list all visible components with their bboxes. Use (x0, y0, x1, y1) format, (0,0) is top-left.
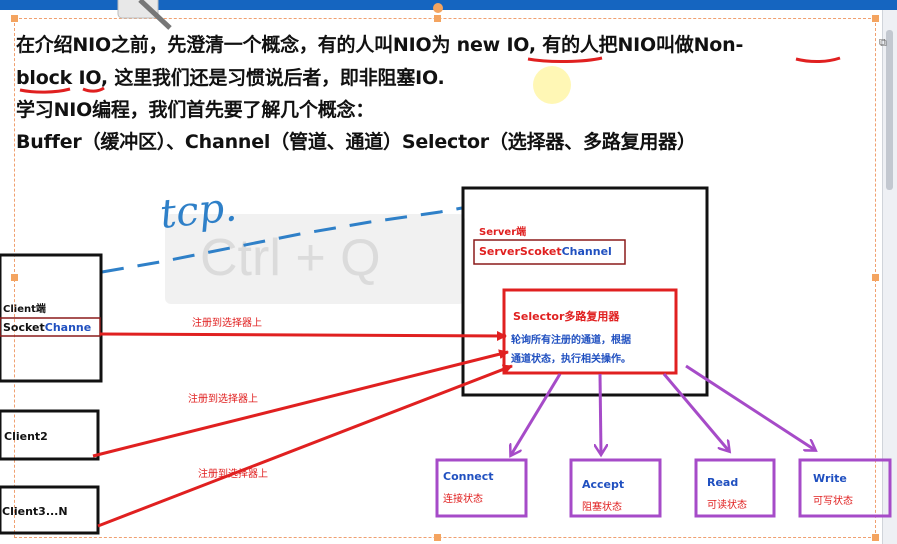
connect-desc: 连接状态 (443, 494, 483, 505)
scrollbar-thumb[interactable] (886, 30, 893, 190)
intro-line-1: 在介绍NIO之前，先澄清一个概念，有的人叫NIO为 new IO, 有的人把NI… (16, 34, 744, 56)
client2-title: Client2 (4, 430, 48, 443)
read-arrow (662, 373, 729, 451)
register-arrow-3 (97, 364, 513, 528)
underline-non (795, 56, 841, 63)
read-name: Read (707, 476, 739, 489)
resize-handle[interactable] (434, 15, 441, 22)
selector-title: Selector多路复用器 (513, 310, 620, 323)
read-desc: 可读状态 (707, 500, 747, 511)
cursor-highlight (533, 66, 571, 104)
vertical-scrollbar[interactable] (882, 10, 897, 544)
write-name: Write (813, 472, 847, 485)
intro-line-2: block IO, 这里我们还是习惯说后者，即非阻塞IO. (16, 67, 445, 89)
accept-name: Accept (582, 478, 625, 491)
client1-title: Client端 (3, 304, 46, 315)
register-label-2: 注册到选择器上 (188, 394, 258, 405)
selector-desc-2: 通道状态，执行相关操作。 (511, 354, 631, 365)
read-box (694, 458, 776, 518)
accept-box (569, 458, 662, 518)
connect-name: Connect (443, 470, 494, 483)
window-top-bar (0, 0, 897, 10)
rotate-handle (433, 3, 443, 13)
server-channel-prefix: ServerScoket (479, 245, 562, 258)
client1-channel-prefix: Socket (3, 321, 45, 334)
server-title: Server端 (479, 227, 527, 238)
copy-icon[interactable]: ⧉ (879, 36, 887, 49)
connect-box (435, 458, 528, 518)
underline-block (19, 87, 71, 94)
tcp-dashed-line (101, 206, 463, 274)
resize-handle[interactable] (434, 534, 441, 541)
register-arrow-1 (99, 330, 507, 341)
intro-line-3: 学习NIO编程，我们首先要了解几个概念： (16, 99, 375, 121)
resize-handle[interactable] (11, 15, 18, 22)
underline-new-io (527, 56, 603, 64)
client3-box (0, 485, 100, 535)
server-channel-label: ServerScoketChannel (479, 245, 612, 258)
selector-desc-1: 轮询所有注册的通道，根据 (511, 335, 631, 346)
write-box (798, 458, 892, 518)
accept-arrow (600, 373, 601, 454)
write-arrow (685, 364, 815, 450)
client1-channel-suffix: Channe (44, 321, 92, 334)
pen-tool-icon (117, 0, 172, 30)
server-box (461, 186, 709, 397)
client-channel-box (0, 317, 101, 337)
intro-line-4: Buffer（缓冲区）、Channel（管道、通道）Selector（选择器、多… (16, 131, 696, 153)
resize-handle[interactable] (11, 274, 18, 281)
register-label-1: 注册到选择器上 (192, 318, 262, 329)
client1-box (0, 253, 103, 383)
watermark-text: Ctrl + Q (200, 229, 381, 287)
server-channel-suffix: Channel (561, 245, 612, 258)
server-channel-box (473, 239, 626, 265)
resize-handle[interactable] (872, 274, 879, 281)
client2-box (0, 409, 100, 461)
register-label-3: 注册到选择器上 (198, 469, 268, 480)
keyboard-shortcut-watermark (165, 214, 465, 304)
handwritten-tcp-label: tcp. (157, 184, 239, 238)
underline-io (82, 86, 105, 93)
register-arrow-2 (92, 349, 509, 458)
selector-box (502, 288, 678, 375)
client3-title: Client3...N (2, 505, 68, 518)
write-desc: 可写状态 (813, 496, 853, 507)
client1-channel-label: SocketChanne (3, 321, 91, 334)
accept-desc: 阻塞状态 (582, 502, 622, 513)
resize-handle[interactable] (872, 534, 879, 541)
resize-handle[interactable] (872, 15, 879, 22)
connect-arrow (511, 373, 562, 455)
